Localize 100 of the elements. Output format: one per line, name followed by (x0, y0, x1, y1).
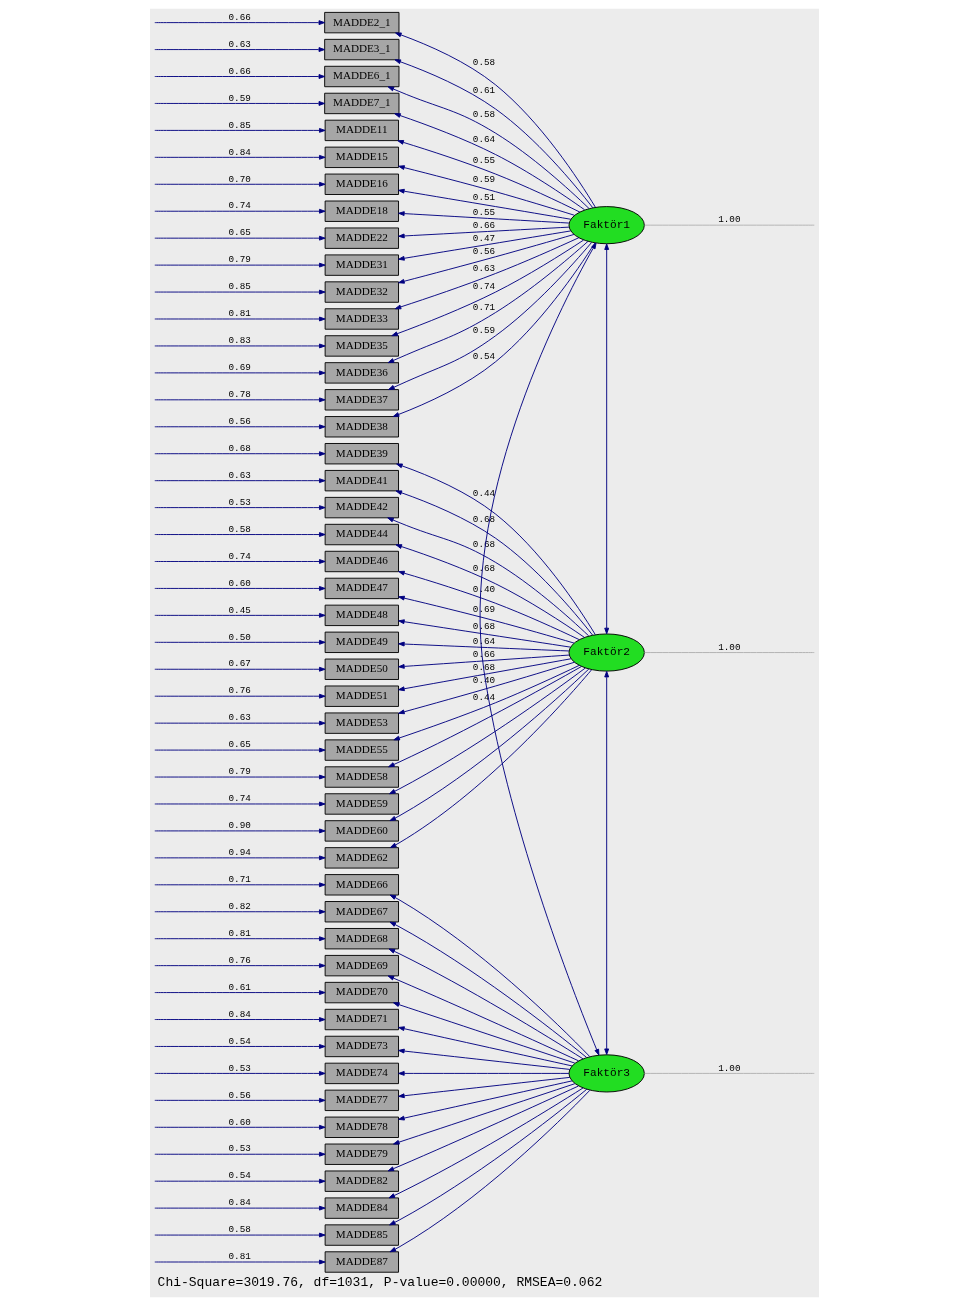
arrow (154, 882, 326, 888)
arrow (387, 86, 590, 209)
node-box: MADDE33 (324, 308, 399, 330)
arrow (398, 1076, 571, 1099)
arrow (154, 747, 326, 753)
arrow (154, 127, 326, 133)
arrow (391, 239, 585, 337)
edge-label: 0.74 (228, 550, 251, 562)
arrow (154, 235, 326, 241)
arrow (154, 451, 326, 457)
node-box: MADDE53 (324, 712, 399, 734)
edge-label: 0.58 (228, 1224, 251, 1236)
edge-label: 0.67 (228, 658, 251, 670)
arrow (479, 242, 600, 1056)
node-box: MADDE42 (324, 496, 399, 519)
arrow (154, 855, 326, 861)
node-box: MADDE68 (324, 928, 399, 950)
arrow (154, 990, 326, 995)
node-box: MADDE62 (324, 847, 399, 869)
arrow (395, 32, 596, 208)
edge-label: 0.81 (228, 308, 251, 320)
edge-label: 0.65 (228, 739, 251, 751)
arrow (389, 1089, 591, 1253)
edge-label: 0.51 (472, 192, 496, 204)
arrow (389, 667, 586, 795)
arrow (154, 1232, 326, 1238)
node-box: MADDE78 (324, 1116, 399, 1138)
arrow (154, 424, 326, 430)
edge-label: 0.64 (472, 636, 496, 648)
arrow (398, 1048, 571, 1070)
arrow (398, 654, 570, 669)
arrow (398, 619, 571, 648)
edge-label: 0.78 (228, 389, 251, 401)
edge-label: 0.81 (228, 927, 251, 939)
edge-label: 0.83 (228, 335, 251, 347)
node-box: MADDE15 (324, 146, 399, 169)
node-box: MADDE55 (324, 739, 399, 761)
edge-label: 0.59 (228, 92, 251, 104)
arrow (154, 963, 326, 969)
arrow (398, 226, 570, 239)
edge-label: 0.63 (228, 469, 251, 481)
edge-label: 0.76 (228, 685, 251, 697)
arrow (154, 1178, 326, 1184)
arrow (154, 720, 326, 726)
arrow (398, 234, 575, 284)
arrow (394, 237, 580, 310)
arrow (154, 1044, 326, 1049)
edge-label: 0.74 (472, 281, 496, 293)
node-box: MADDE87 (324, 1251, 399, 1273)
edge-label: 0.59 (472, 324, 496, 336)
arrow (154, 774, 326, 780)
edge-label: 0.61 (228, 981, 251, 993)
edge-label: 0.85 (228, 119, 251, 131)
edge-label: 0.82 (228, 900, 251, 912)
edge-label: 0.47 (472, 232, 496, 244)
edge-label: 0.60 (228, 1116, 251, 1128)
node-box: MADDE79 (324, 1143, 399, 1165)
arrow (154, 828, 326, 834)
edge-label: 0.44 (472, 691, 496, 703)
edge-label: 0.53 (228, 1143, 251, 1155)
arrow (604, 243, 610, 635)
node-box: MADDE74 (324, 1062, 399, 1085)
edge-label: 0.63 (228, 38, 251, 50)
node-box: MADDE71 (324, 1008, 399, 1031)
arrow (388, 666, 582, 768)
node-box: MADDE16 (324, 173, 399, 195)
arrow (154, 262, 326, 268)
edge-label: 0.66 (228, 11, 251, 23)
edge-label: 0.69 (472, 603, 496, 615)
arrow (154, 559, 326, 564)
arrow (154, 666, 326, 672)
node-box: MADDE70 (324, 981, 399, 1004)
arrow (396, 463, 596, 636)
edge-label: 0.45 (228, 604, 251, 616)
edge-label: 0.79 (228, 254, 251, 266)
edge-label: 0.50 (228, 631, 251, 643)
arrow (154, 370, 326, 376)
node-box: MADDE47 (324, 577, 399, 600)
arrow (154, 505, 326, 510)
arrow (154, 532, 326, 537)
node-box: MADDE67 (324, 901, 399, 923)
arrow (154, 208, 326, 214)
node-box: MADDE66 (324, 874, 399, 896)
arrow (154, 101, 326, 106)
arrow (389, 921, 587, 1058)
arrow (154, 586, 326, 591)
edge-label: 0.68 (472, 514, 496, 526)
node-box: MADDE85 (324, 1224, 399, 1246)
arrow (393, 664, 580, 741)
arrow (398, 165, 575, 216)
arrow (154, 47, 326, 52)
node-ellipse: Faktör2 (568, 633, 645, 672)
edge-label: 0.58 (228, 523, 251, 535)
node-box: MADDE2_1 (324, 11, 400, 34)
node-box: MADDE44 (324, 523, 399, 546)
arrow (393, 1083, 576, 1145)
edge-label: 0.59 (472, 174, 496, 186)
node-box: MADDE6_1 (324, 65, 400, 88)
edge-label: 0.76 (228, 954, 251, 966)
edge-label: 0.90 (228, 820, 251, 832)
